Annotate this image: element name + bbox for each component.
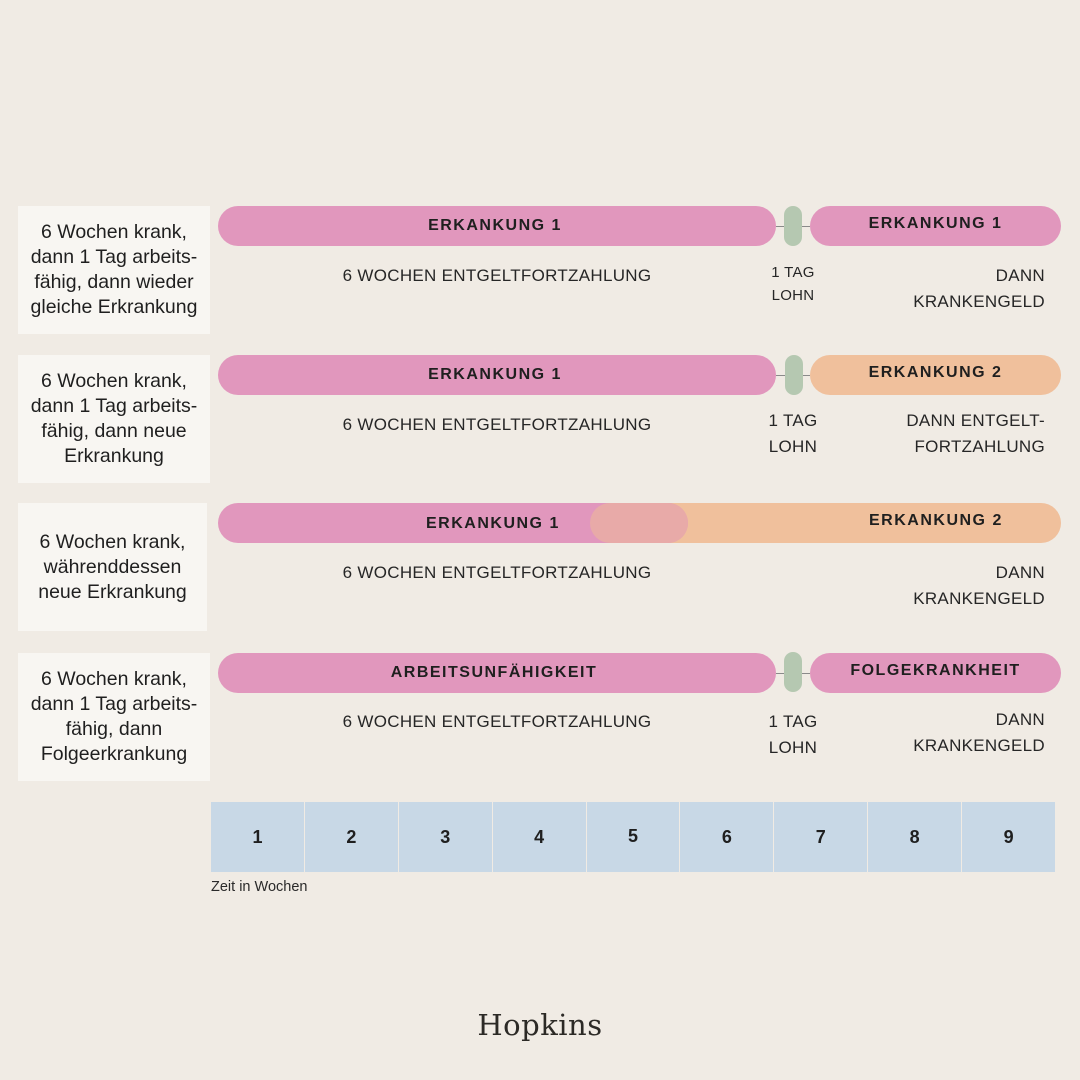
scenario-label: 6 Wochen krank, dann 1 Tag arbeits- fähi…	[18, 355, 210, 483]
illness-bar-second: ERKANKUNG 2	[810, 355, 1061, 395]
illness-bar-second: ERKANKUNG 1	[810, 206, 1061, 246]
week-cell: 4	[492, 802, 586, 872]
scenario-row-2: 6 Wochen krank, dann 1 Tag arbeits- fähi…	[0, 355, 1080, 485]
following-payment-label: DANN KRANKENGELD	[913, 266, 1045, 311]
illness-bar-label: ERKANKUNG 1	[426, 515, 560, 532]
continued-pay-label: 6 WOCHEN ENTGELTFORTZAHLUNG	[342, 266, 652, 285]
illness-bar-label: ERKANKUNG 1	[428, 217, 562, 234]
illness-bar-first: ERKANKUNG 1	[218, 206, 776, 246]
illness-bar-first: ARBEITSUNFÄHIGKEIT	[218, 653, 776, 693]
illness-bar-second: FOLGEKRANKHEIT	[810, 653, 1061, 693]
illness-bar-label: ERKANKUNG 2	[868, 364, 1003, 381]
hopkins-logo: Hopkins	[477, 1008, 603, 1042]
week-timeline: 1 2 3 4 5 6 7 8 9	[211, 802, 1056, 872]
one-day-wage-label: 1 TAG LOHN	[768, 712, 818, 757]
one-day-wage-label: 1 TAG LOHN	[768, 411, 818, 456]
illness-bar-first: ERKANKUNG 1	[218, 355, 776, 395]
continued-pay-label: 6 WOCHEN ENTGELTFORTZAHLUNG	[342, 415, 652, 434]
scenario-label: 6 Wochen krank, währenddessen neue Erkra…	[18, 503, 207, 631]
illness-bar-label: FOLGEKRANKHEIT	[850, 662, 1021, 679]
illness-bar-label: ERKANKUNG 1	[428, 366, 562, 383]
work-day-marker	[784, 206, 802, 246]
week-cell: 3	[398, 802, 492, 872]
week-cell: 9	[962, 802, 1056, 872]
scenario-row-4: 6 Wochen krank, dann 1 Tag arbeits- fähi…	[0, 652, 1080, 783]
scenario-label: 6 Wochen krank, dann 1 Tag arbeits- fähi…	[18, 653, 210, 781]
illness-bar-label: ERKANKUNG 2	[869, 512, 1003, 529]
week-cell: 2	[304, 802, 398, 872]
following-payment-label: DANN ENTGELT- FORTZAHLUNG	[906, 411, 1045, 456]
illness-bar-label: ARBEITSUNFÄHIGKEIT	[390, 664, 598, 681]
week-cell: 1	[211, 802, 304, 872]
illness-overlap	[590, 503, 688, 543]
one-day-wage-label: 1 TAG LOHN	[771, 264, 815, 304]
week-cell: 8	[868, 802, 962, 872]
scenario-label: 6 Wochen krank, dann 1 Tag arbeits- fähi…	[18, 206, 210, 334]
following-payment-label: DANN KRANKENGELD	[913, 563, 1045, 608]
continued-pay-label: 6 WOCHEN ENTGELTFORTZAHLUNG	[342, 563, 652, 582]
scenario-row-1: 6 Wochen krank, dann 1 Tag arbeits- fähi…	[0, 206, 1080, 336]
time-axis-caption: Zeit in Wochen	[211, 879, 308, 895]
scenario-row-3: 6 Wochen krank, währenddessen neue Erkra…	[0, 503, 1080, 633]
work-day-marker	[784, 652, 802, 692]
week-cell: 7	[774, 802, 868, 872]
work-day-marker	[785, 355, 803, 395]
illness-bar-label: ERKANKUNG 1	[868, 215, 1003, 232]
continued-pay-label: 6 WOCHEN ENTGELTFORTZAHLUNG	[342, 712, 652, 731]
following-payment-label: DANN KRANKENGELD	[913, 710, 1045, 755]
week-cell: 5	[586, 802, 680, 872]
week-cell: 6	[680, 802, 774, 872]
